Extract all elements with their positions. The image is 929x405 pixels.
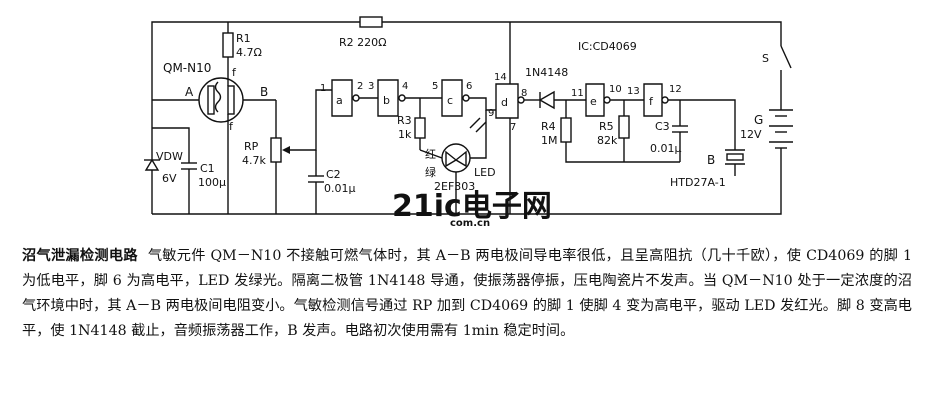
diode-1n4148: 1N4148 (524, 66, 586, 110)
inverter-gate-a: a 1 2 (320, 79, 363, 117)
svg-text:1k: 1k (398, 128, 412, 141)
svg-text:7: 7 (510, 122, 516, 133)
svg-text:2EF303: 2EF303 (434, 180, 475, 193)
svg-text:13: 13 (627, 86, 640, 97)
capacitor-c1: C1 100μ (152, 127, 226, 214)
svg-text:100μ: 100μ (198, 176, 226, 189)
caption-body: 气敏元件 QM－N10 不接触可燃气体时，其 A－B 两电极间导电率很低，且呈高… (22, 248, 912, 339)
svg-text:0.01μ: 0.01μ (324, 182, 356, 195)
svg-text:f: f (649, 95, 654, 108)
svg-text:绿: 绿 (425, 165, 436, 179)
svg-text:a: a (336, 94, 343, 107)
svg-text:1: 1 (320, 83, 326, 94)
svg-text:12: 12 (669, 84, 682, 95)
resistor-r5: R5 82k (597, 100, 630, 162)
caption-paragraph: 沼气泄漏检测电路气敏元件 QM－N10 不接触可燃气体时，其 A－B 两电极间导… (22, 244, 912, 344)
resistor-r4: R4 1M (541, 100, 680, 163)
inverter-gate-b: b 3 4 (368, 79, 408, 117)
battery-g: G 12V (740, 109, 793, 176)
svg-text:R4: R4 (541, 120, 556, 133)
svg-text:1N4148: 1N4148 (525, 66, 568, 79)
supply-rails (151, 21, 782, 215)
svg-text:5: 5 (432, 81, 438, 92)
svg-text:RP: RP (244, 140, 259, 153)
svg-text:1M: 1M (541, 134, 558, 147)
ic-label: IC:CD4069 (578, 40, 637, 53)
svg-text:QM-N10: QM-N10 (163, 61, 211, 75)
svg-text:0.01μ: 0.01μ (650, 142, 682, 155)
svg-text:8: 8 (521, 88, 527, 99)
svg-text:b: b (383, 94, 390, 107)
inverter-gate-c: c 5 6 (432, 79, 472, 117)
svg-text:6V: 6V (162, 172, 177, 185)
svg-text:d: d (501, 96, 508, 109)
switch-s: S (762, 38, 792, 110)
svg-text:R5: R5 (599, 120, 614, 133)
gas-sensor-qm-n10: QM-N10 f f A B (152, 61, 276, 214)
potentiometer-rp: RP 4.7k (242, 89, 332, 214)
watermark-logo: 21ic电子网 com.cn (392, 189, 552, 229)
svg-text:VDW: VDW (156, 150, 183, 163)
svg-text:11: 11 (571, 88, 584, 99)
resistor-r3: R3 1k (397, 98, 426, 150)
svg-text:C3: C3 (655, 120, 670, 133)
svg-text:A: A (185, 85, 194, 99)
svg-text:14: 14 (494, 72, 507, 83)
svg-text:c: c (447, 94, 453, 107)
svg-text:B: B (260, 85, 268, 99)
svg-text:e: e (590, 95, 597, 108)
inverter-gate-d: d 8 7 14 (494, 72, 527, 133)
svg-text:R3: R3 (397, 114, 412, 127)
svg-text:G: G (754, 113, 763, 127)
capacitor-c2: C2 0.01μ (308, 150, 356, 214)
svg-text:9: 9 (488, 108, 494, 119)
svg-text:10: 10 (609, 84, 622, 95)
resistor-r2: R2 220Ω (339, 16, 387, 49)
svg-text:R2 220Ω: R2 220Ω (339, 36, 387, 49)
svg-text:f: f (232, 66, 237, 79)
svg-text:HTD27A-1: HTD27A-1 (670, 176, 726, 189)
svg-text:4.7Ω: 4.7Ω (236, 46, 262, 59)
buzzer-htd27a: B HTD27A-1 (670, 149, 745, 189)
svg-text:4: 4 (402, 81, 408, 92)
svg-text:6: 6 (466, 81, 472, 92)
svg-text:f: f (229, 120, 234, 133)
svg-text:21ic电子网: 21ic电子网 (392, 189, 552, 224)
caption-title: 沼气泄漏检测电路 (22, 248, 138, 264)
svg-text:C2: C2 (326, 168, 341, 181)
svg-text:S: S (762, 52, 769, 65)
bicolor-led-2ef303: 红 绿 LED 2EF303 9 (419, 108, 496, 214)
svg-text:3: 3 (368, 81, 374, 92)
inverter-gate-f: f 13 12 (627, 83, 682, 117)
svg-text:LED: LED (474, 166, 496, 179)
resistor-r1: R1 4.7Ω (222, 22, 262, 72)
svg-text:4.7k: 4.7k (242, 154, 266, 167)
svg-text:12V: 12V (740, 128, 762, 141)
zener-vdw: VDW 6V (144, 150, 183, 185)
svg-text:红: 红 (425, 148, 436, 161)
capacitor-c3: C3 0.01μ (650, 100, 688, 162)
svg-text:82k: 82k (597, 134, 618, 147)
svg-text:B: B (707, 153, 715, 167)
svg-text:2: 2 (357, 81, 363, 92)
svg-text:C1: C1 (200, 162, 215, 175)
svg-text:R1: R1 (236, 32, 251, 45)
svg-text:com.cn: com.cn (450, 218, 490, 229)
circuit-schematic: R2 220Ω R1 4.7Ω QM-N10 f f A B VDW 6V (144, 16, 793, 229)
